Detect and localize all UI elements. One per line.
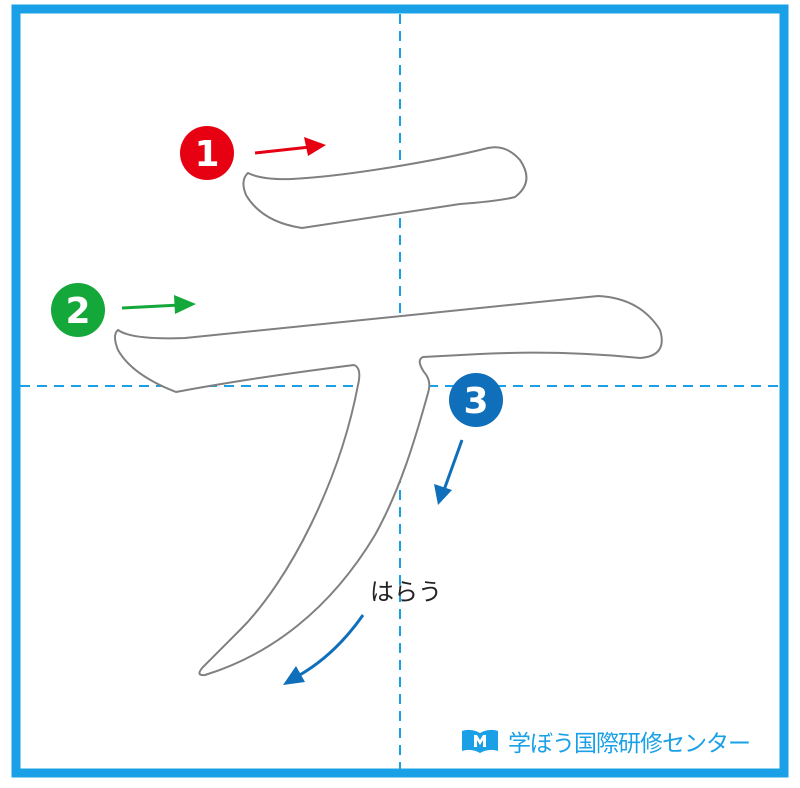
stroke-3-number-badge: 3	[449, 373, 503, 427]
open-book-icon	[462, 729, 498, 753]
svg-text:1: 1	[194, 134, 219, 175]
sweep-arrow-icon	[283, 614, 365, 685]
svg-text:3: 3	[463, 381, 488, 422]
frame-border	[11, 4, 789, 778]
logo-text: 学ぼう国際研修センター	[508, 731, 751, 757]
stroke-2-3-outline	[114, 294, 663, 677]
logo: 学ぼう国際研修センター	[460, 724, 751, 758]
stroke-1-number-badge: 1	[180, 126, 234, 180]
stroke-1-outline	[242, 146, 528, 230]
stroke-2-arrow-icon	[121, 295, 196, 314]
stroke-1-arrow-icon	[254, 137, 326, 156]
stroke-3-arrow-icon	[434, 439, 464, 505]
svg-text:2: 2	[65, 291, 90, 332]
stroke-2-number-badge: 2	[51, 283, 105, 337]
sweep-annotation: はらう	[370, 578, 442, 606]
